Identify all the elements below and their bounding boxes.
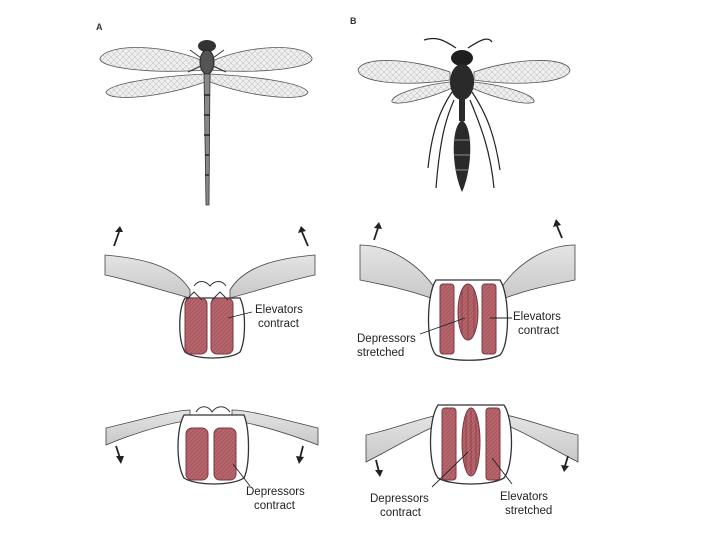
label-elevators-contract-a: Elevators: [255, 304, 303, 316]
label-contract-b: contract: [518, 325, 560, 337]
label-stretched-b-down: stretched: [505, 505, 552, 517]
down-arrow-icon: [375, 455, 569, 477]
label-elevators-stretched-b: Elevators: [500, 491, 548, 503]
label-contract-a-down: contract: [254, 500, 296, 512]
up-arrow-icon: [113, 226, 309, 247]
label-contract-b-down: contract: [380, 507, 422, 519]
label-depressors-contract-a: Depressors: [246, 486, 305, 498]
label-depressors-contract-b: Depressors: [370, 493, 429, 505]
panel-label-b: B: [350, 16, 357, 26]
label-stretched-b: stretched: [357, 347, 404, 359]
dragonfly-upstroke-diagram: Elevators contract: [104, 226, 316, 359]
wasp-downstroke-diagram: Depressors contract Elevators stretched: [365, 404, 579, 519]
label-contract-a: contract: [258, 318, 300, 330]
up-arrow-icon: [373, 219, 563, 241]
wasp-upstroke-diagram: Elevators contract Depressors stretched: [357, 219, 576, 361]
dragonfly-downstroke-diagram: Depressors contract: [105, 406, 319, 512]
down-arrow-icon: [115, 445, 304, 464]
panel-label-a: A: [96, 22, 103, 32]
wasp-illustration: [357, 37, 571, 192]
label-depressors-stretched-b: Depressors: [357, 333, 416, 345]
label-elevators-contract-b: Elevators: [513, 311, 561, 323]
dragonfly-illustration: [99, 40, 313, 206]
